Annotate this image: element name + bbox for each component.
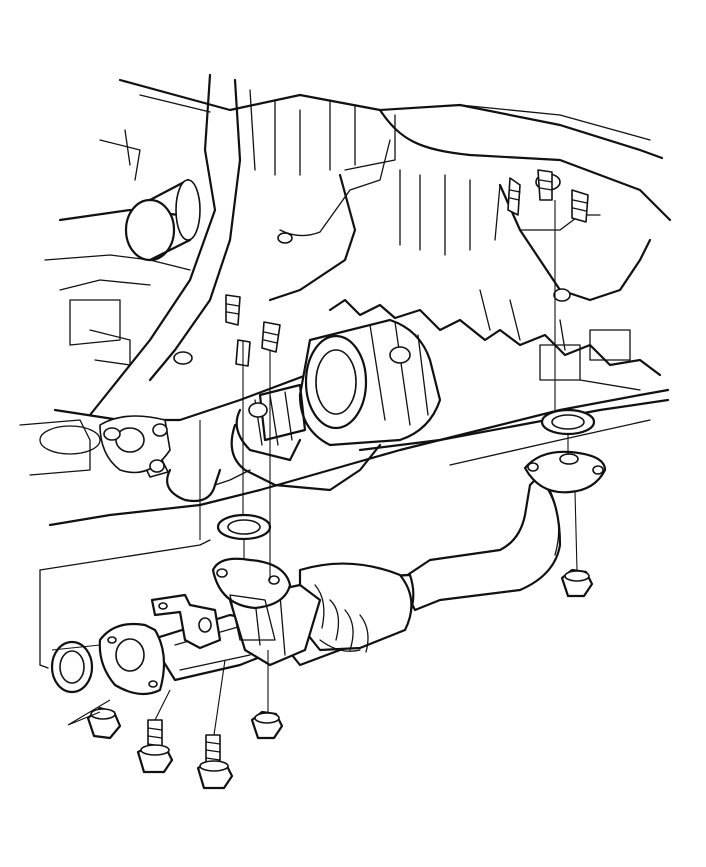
pipe-bracket (150, 593, 222, 650)
nut-front-left (86, 706, 122, 740)
catalytic-converter (230, 318, 442, 492)
front-flange (98, 622, 166, 696)
middle-flange (211, 557, 292, 641)
gasket-middle (216, 513, 272, 541)
gasket-front (50, 640, 94, 694)
nut-middle (250, 710, 284, 740)
rear-flange (523, 450, 607, 494)
stud-pair-manifold (99, 415, 171, 478)
bolt-right (196, 734, 234, 790)
body-floor-and-engine-underside (19, 73, 672, 669)
front-exhaust-pipe (148, 473, 562, 682)
nut-rear (560, 568, 594, 598)
stud-pair-rear (507, 169, 589, 223)
stud-pair-converter (225, 294, 281, 367)
gasket-rear (540, 408, 596, 436)
assembly-leader-lines (51, 200, 578, 736)
bolt-left (136, 719, 174, 774)
